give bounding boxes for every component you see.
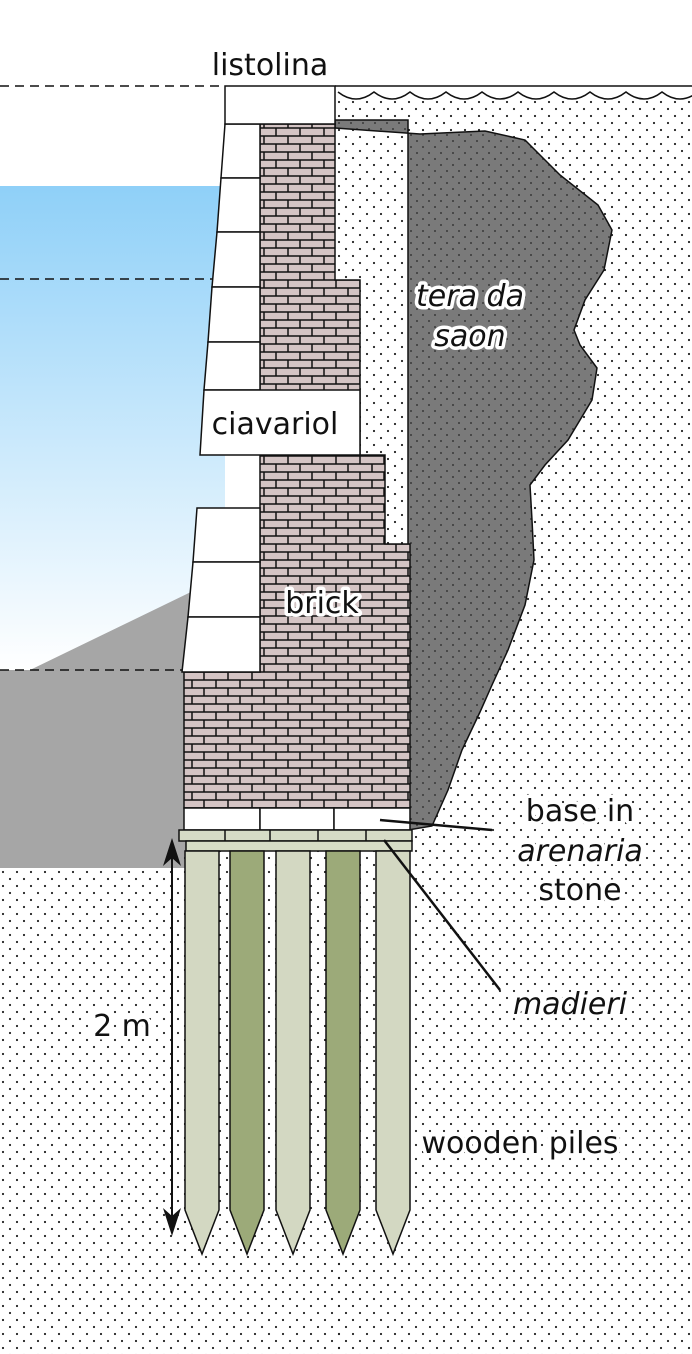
leader-lines [379,818,501,991]
label-tera-da-saon-2: saon [434,319,505,354]
label-base-3: stone [538,873,621,908]
subsoil-left [0,868,190,1354]
label-base-2: arenaria [517,834,643,869]
label-depth: 2 m [93,1009,151,1044]
label-tera-da-saon-1: tera da [416,279,524,314]
stone-facing [181,123,261,673]
label-madieri: madieri [513,987,628,1022]
ciavariol-block [199,389,361,456]
lagoon-bed [0,590,195,868]
wooden-piles [184,850,411,1257]
label-base-1: base in [526,794,634,829]
lagoon-water [0,186,225,670]
depth-arrow [163,838,181,1236]
label-wooden-piles: wooden piles [421,1126,618,1161]
listolina-block [224,85,336,125]
ground-surface [335,85,692,100]
water-level-lines [0,85,225,671]
label-listolina: listolina [212,48,328,83]
label-ciavariol: ciavariol [212,407,339,442]
label-brick: brick [285,586,359,621]
arenaria-base [183,807,411,831]
madieri-planks [178,829,413,852]
